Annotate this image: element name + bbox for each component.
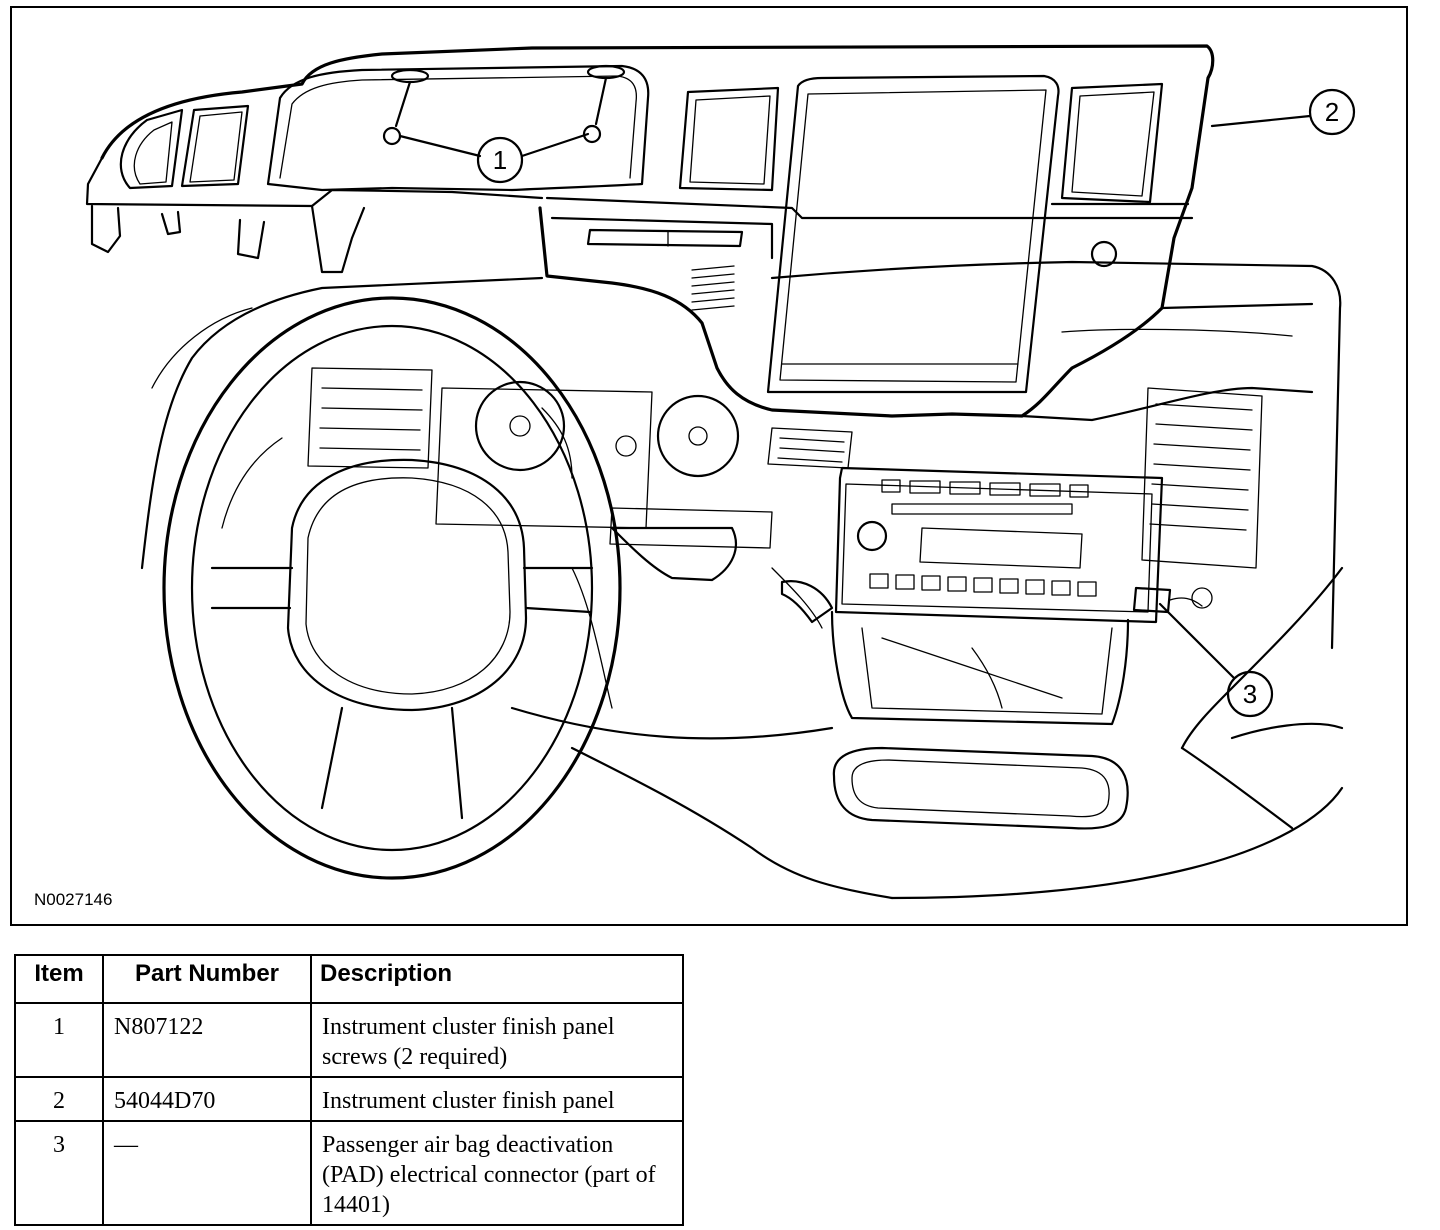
row-part-number: — (102, 1120, 312, 1226)
finish-panel-drawing (85, 44, 1215, 418)
figure-id-label: N0027146 (34, 890, 113, 909)
row-part-number: N807122 (102, 1002, 312, 1078)
header-description: Description (310, 954, 684, 1004)
callout-1-number: 1 (493, 145, 507, 175)
dashboard-line-drawing: 1 2 3 (85, 44, 1356, 900)
header-item: Item (14, 954, 104, 1004)
row-item: 3 (14, 1120, 104, 1226)
dashboard-drawing (140, 260, 1344, 900)
callout-2-number: 2 (1325, 97, 1339, 127)
callout-1: 1 (398, 132, 590, 184)
table-row: 1 N807122 Instrument cluster finish pane… (14, 1002, 684, 1078)
row-part-number: 54044D70 (102, 1076, 312, 1122)
table-row: 2 54044D70 Instrument cluster finish pan… (14, 1076, 684, 1122)
row-item: 2 (14, 1076, 104, 1122)
exploded-view-illustration: 1 2 3 N0027146 (10, 6, 1408, 926)
callout-3-number: 3 (1243, 679, 1257, 709)
row-description: Instrument cluster finish panel (310, 1076, 684, 1122)
callout-3: 3 (1158, 602, 1274, 718)
row-item: 1 (14, 1002, 104, 1078)
table-header-row: Item Part Number Description (14, 954, 684, 1004)
callout-2: 2 (1210, 88, 1356, 136)
header-part-number: Part Number (102, 954, 312, 1004)
row-description: Passenger air bag deactivation (PAD) ele… (310, 1120, 684, 1226)
row-description: Instrument cluster finish panel screws (… (310, 1002, 684, 1078)
table-row: 3 — Passenger air bag deactivation (PAD)… (14, 1120, 684, 1226)
parts-table: Item Part Number Description 1 N807122 I… (14, 954, 684, 1226)
